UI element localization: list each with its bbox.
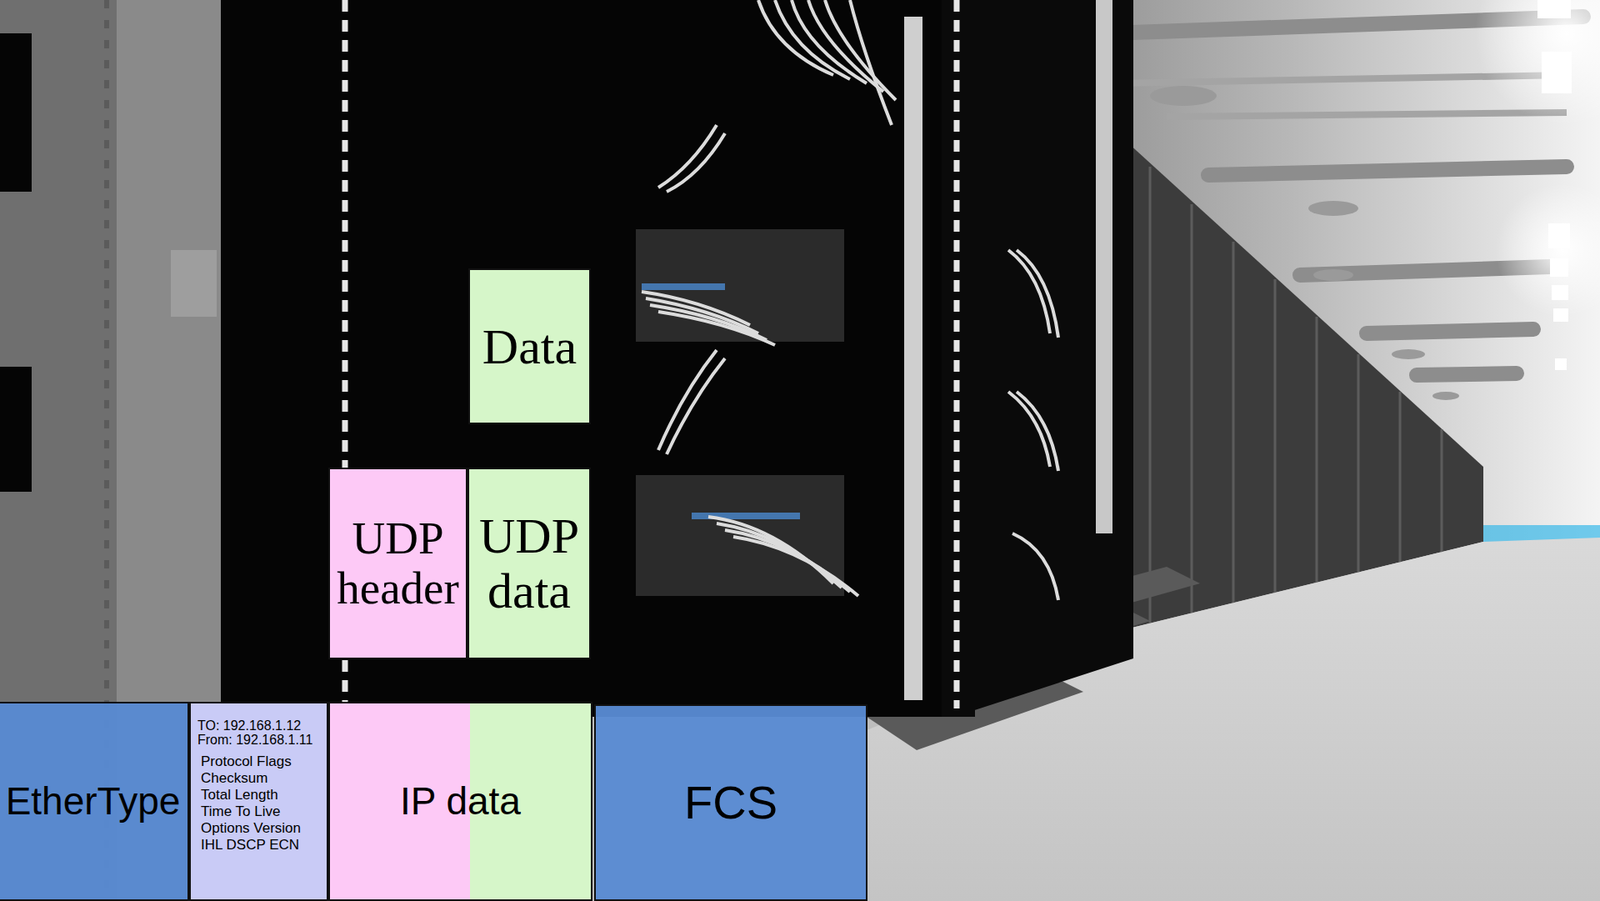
- field-text: Options Version: [197, 820, 322, 837]
- box-label: EtherType: [5, 780, 181, 823]
- field-text: Protocol Flags: [197, 753, 322, 770]
- fcs-box: FCS: [594, 704, 868, 901]
- box-label: FCS: [684, 776, 778, 829]
- udp-data-box: UDP data: [467, 467, 591, 660]
- field-text: Checksum: [197, 770, 322, 787]
- ethertype-box: EtherType: [0, 701, 190, 901]
- box-label: UDP data: [475, 508, 583, 619]
- udp-header-box: UDP header: [328, 467, 468, 660]
- address-text: TO: 192.168.1.12: [197, 718, 322, 733]
- address-text: From: 192.168.1.11: [197, 732, 322, 747]
- payload-box: Data: [468, 268, 591, 425]
- ip-data-box: IP data: [328, 701, 593, 901]
- field-text: Total Length: [197, 786, 322, 804]
- box-label: UDP header: [336, 513, 460, 615]
- field-text: IHL DSCP ECN: [197, 836, 322, 854]
- field-text: Time To Live: [197, 803, 322, 820]
- ip-header-box: TO: 192.168.1.12From: 192.168.1.11Protoc…: [189, 701, 329, 901]
- box-label: Data: [482, 319, 577, 375]
- box-label: IP data: [400, 780, 521, 823]
